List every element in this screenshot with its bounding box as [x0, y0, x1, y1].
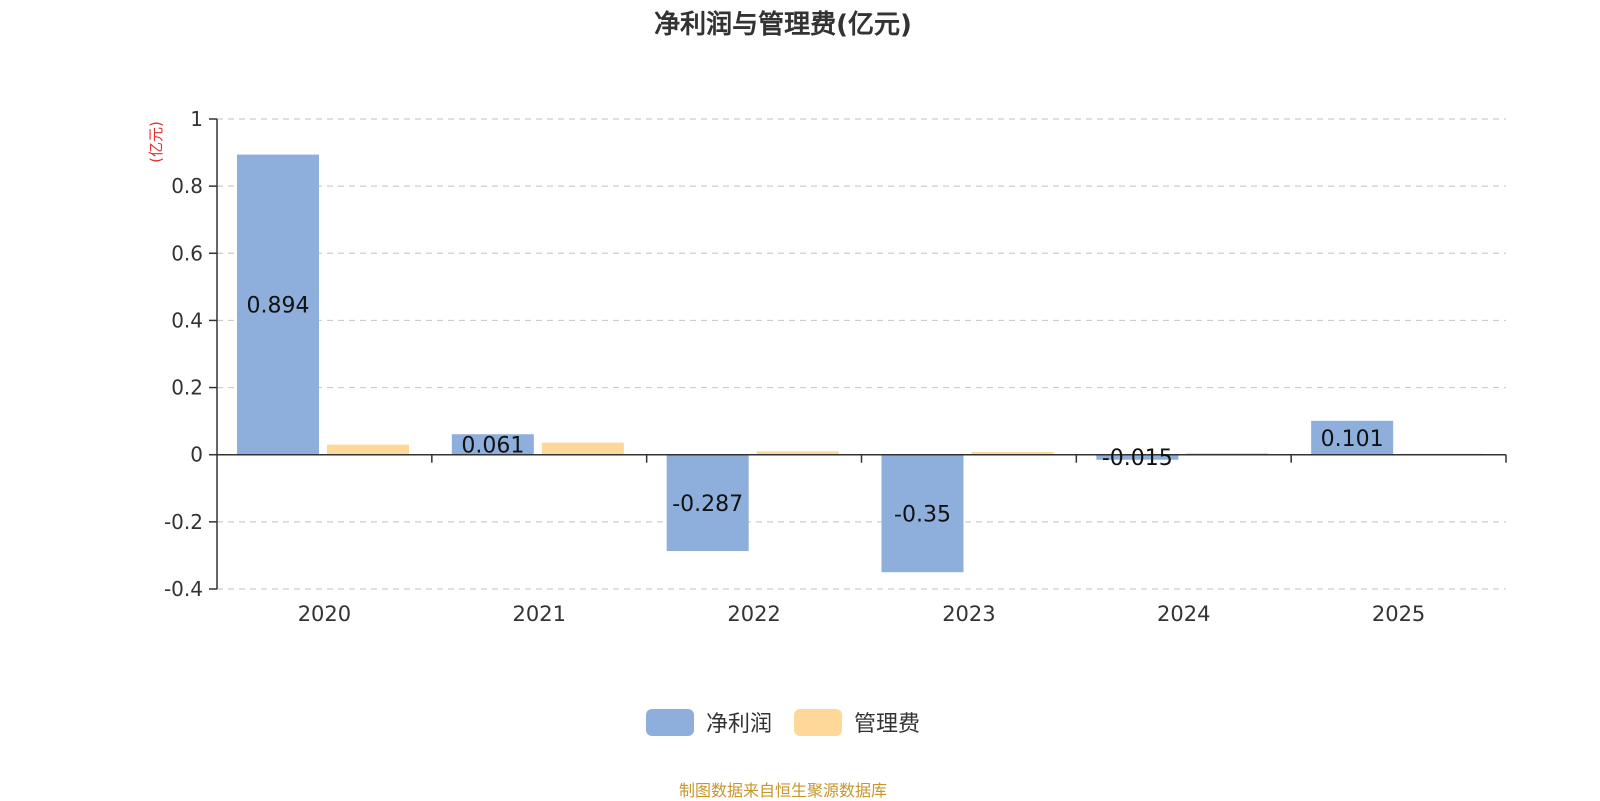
x-tick-label: 2025: [1372, 602, 1425, 626]
legend-label-net-profit: 净利润: [705, 712, 772, 737]
source-note: 制图数据来自恒生聚源数据库: [678, 781, 887, 800]
y-axis-unit-label: (亿元): [147, 121, 165, 163]
data-label-net-profit-2023: -0.35: [894, 502, 951, 527]
bar-admin-expense-2024[interactable]: [1186, 453, 1269, 455]
data-label-net-profit-2020: 0.894: [247, 294, 310, 319]
y-tick-label: 0.8: [171, 174, 203, 198]
bar-admin-expense-2023[interactable]: [971, 452, 1054, 455]
x-tick-label: 2023: [942, 602, 995, 626]
data-label-net-profit-2024: -0.015: [1102, 446, 1173, 471]
bar-net-profit-2022[interactable]: [666, 454, 749, 552]
bar-admin-expense-2021[interactable]: [541, 442, 624, 455]
legend: 净利润 管理费: [0, 706, 1566, 738]
legend-swatch-admin-expense: [794, 708, 842, 736]
x-tick-label: 2024: [1157, 602, 1210, 626]
legend-label-admin-expense: 管理费: [854, 712, 921, 737]
x-tick-label: 2020: [298, 602, 351, 626]
bar-net-profit-2023[interactable]: [881, 454, 964, 573]
y-tick-label: 0.2: [171, 376, 203, 400]
y-tick-label: 0.6: [171, 241, 203, 265]
bar-net-profit-2021[interactable]: [451, 434, 534, 455]
bar-chart: -0.4 -0.2 0 0.2 0.4 0.6 0.8 1 (亿元) 2020 2021 2022 20…: [147, 107, 1507, 626]
x-tick-label: 2022: [727, 602, 780, 626]
data-labels: 0.894 0.061 -0.287 -0.35 -0.015 0.101: [247, 294, 1384, 528]
y-tick-label: 0: [190, 443, 203, 467]
bar-net-profit-2024[interactable]: [1096, 454, 1179, 460]
data-label-net-profit-2021: 0.061: [461, 433, 524, 458]
data-label-net-profit-2025: 0.101: [1321, 427, 1384, 452]
gridlines: [217, 118, 1506, 590]
legend-item-net-profit[interactable]: 净利润: [645, 706, 772, 738]
chart-title: 净利润与管理费(亿元): [654, 10, 912, 40]
x-tick-label: 2021: [513, 602, 566, 626]
y-tick-label: 0.4: [171, 308, 203, 332]
legend-item-admin-expense[interactable]: 管理费: [794, 706, 920, 738]
data-label-net-profit-2022: -0.287: [672, 492, 743, 517]
legend-swatch-net-profit: [645, 708, 694, 736]
bar-admin-expense-2020[interactable]: [327, 444, 409, 455]
y-tick-label: 1: [190, 107, 203, 131]
y-tick-label: -0.4: [164, 577, 203, 601]
axes: -0.4 -0.2 0 0.2 0.4 0.6 0.8 1 (亿元) 2020 2021 2022 20…: [147, 107, 1507, 626]
bar-admin-expense-2022[interactable]: [756, 451, 839, 455]
bar-net-profit-2020[interactable]: [237, 154, 319, 455]
bar-net-profit-2025[interactable]: [1311, 420, 1394, 455]
y-tick-label: -0.2: [164, 510, 203, 534]
bars: [237, 154, 1484, 573]
